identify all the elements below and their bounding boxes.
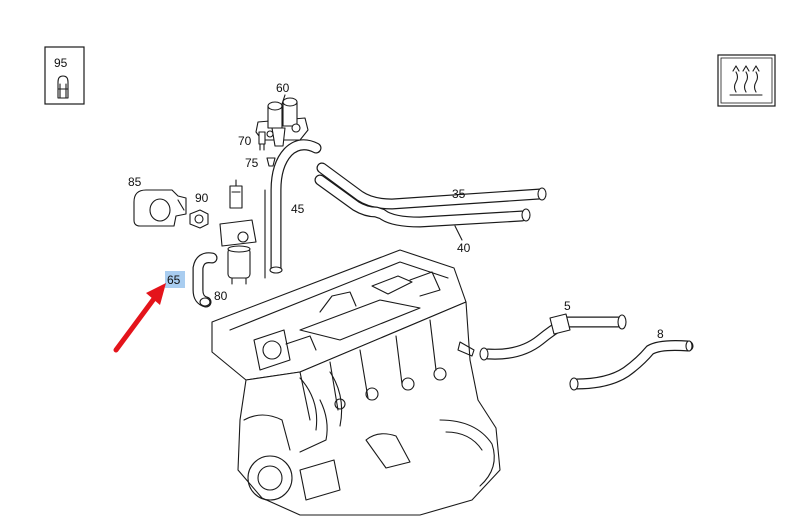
callout-70: 70 — [238, 134, 252, 148]
engine-block — [211, 249, 501, 516]
pointer-arrow — [113, 283, 166, 353]
callout-65[interactable]: 65 — [167, 273, 181, 287]
plug-75[interactable] — [266, 157, 276, 167]
pump-80[interactable] — [219, 179, 257, 285]
callout-45: 45 — [291, 202, 305, 216]
clip-icon — [57, 75, 69, 99]
hose-45[interactable] — [269, 139, 322, 274]
nut-90[interactable] — [189, 209, 209, 229]
hose-5[interactable] — [479, 313, 627, 361]
callout-95: 95 — [54, 56, 68, 70]
hose-8[interactable] — [569, 340, 694, 391]
reference-box-95[interactable]: 95 — [44, 46, 85, 105]
callout-5: 5 — [564, 299, 571, 313]
bracket-85[interactable] — [133, 189, 187, 227]
heat-waves-icon — [729, 65, 763, 96]
callout-90: 90 — [195, 191, 209, 205]
callout-80: 80 — [214, 289, 228, 303]
sensor-70[interactable] — [258, 131, 266, 151]
callout-60: 60 — [276, 81, 290, 95]
callout-40: 40 — [457, 241, 471, 255]
callout-65-highlight — [165, 271, 185, 288]
heat-symbol-box[interactable] — [717, 54, 776, 107]
hose-65[interactable] — [192, 252, 218, 308]
pipe-40[interactable] — [314, 174, 531, 228]
callout-75: 75 — [245, 156, 259, 170]
callout-35: 35 — [452, 187, 466, 201]
pipe-35[interactable] — [316, 162, 547, 210]
callout-8: 8 — [657, 327, 664, 341]
callout-85: 85 — [128, 175, 142, 189]
